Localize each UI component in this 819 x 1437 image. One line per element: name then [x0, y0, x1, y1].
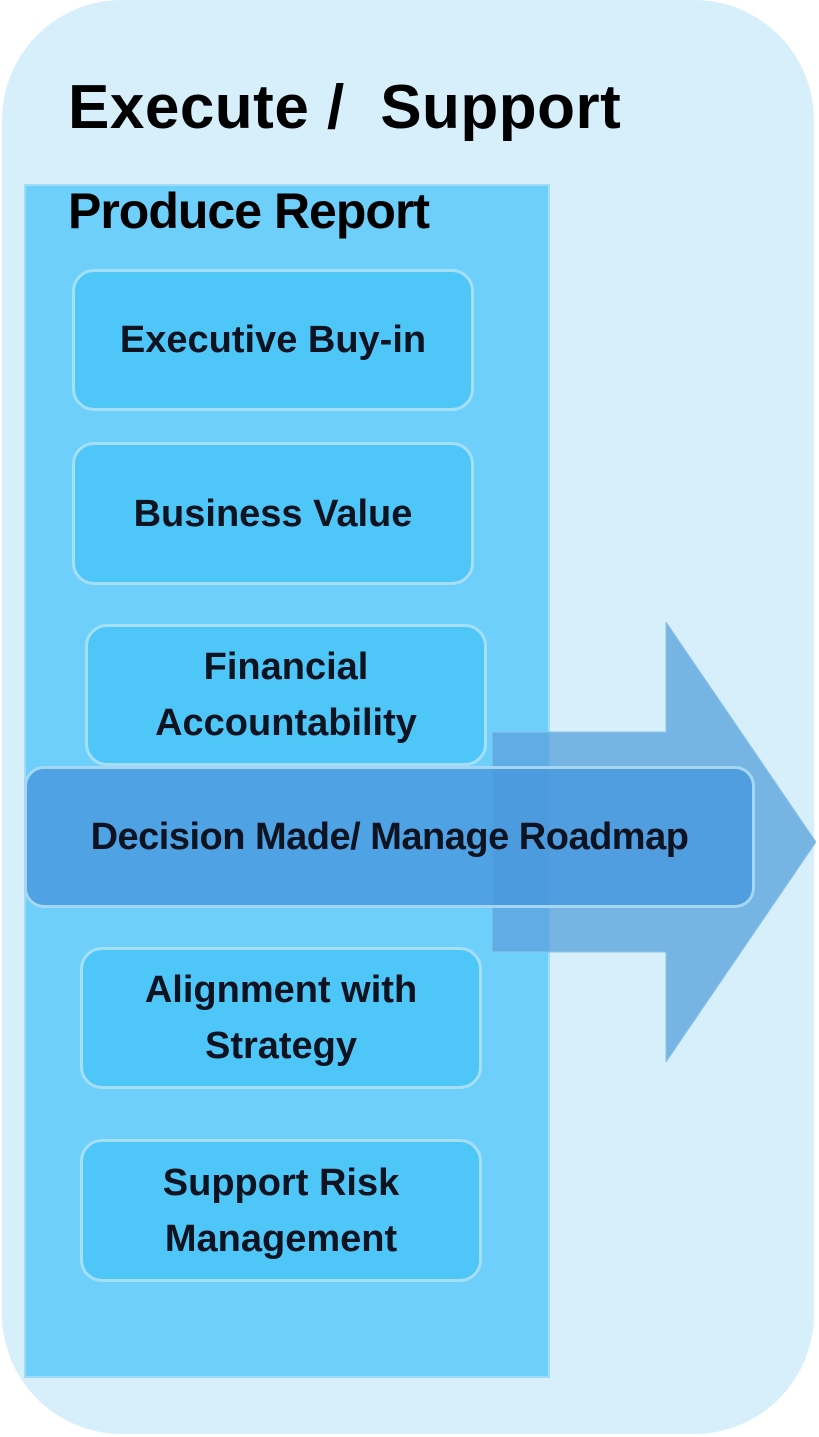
item-label: Support Risk Management: [162, 1161, 400, 1260]
item-label: Financial Accountability: [155, 646, 417, 744]
item-label: Executive Buy-in: [119, 319, 427, 361]
item-alignment-with-strategy: Alignment with Strategy: [80, 947, 482, 1089]
item-financial-accountability: Financial Accountability: [85, 624, 487, 766]
item-label: Business Value: [133, 492, 413, 535]
item-support-risk-management: Support Risk Management: [80, 1139, 482, 1282]
page-title: Execute / Support: [68, 73, 622, 142]
decision-label: Decision Made/ Manage Roadmap: [90, 815, 689, 858]
item-business-value: Business Value: [72, 442, 474, 585]
item-label: Alignment with Strategy: [144, 969, 418, 1067]
decision-bar: Decision Made/ Manage Roadmap: [24, 766, 755, 908]
column-title: Produce Report: [68, 183, 430, 239]
item-executive-buy-in: Executive Buy-in: [72, 269, 474, 411]
